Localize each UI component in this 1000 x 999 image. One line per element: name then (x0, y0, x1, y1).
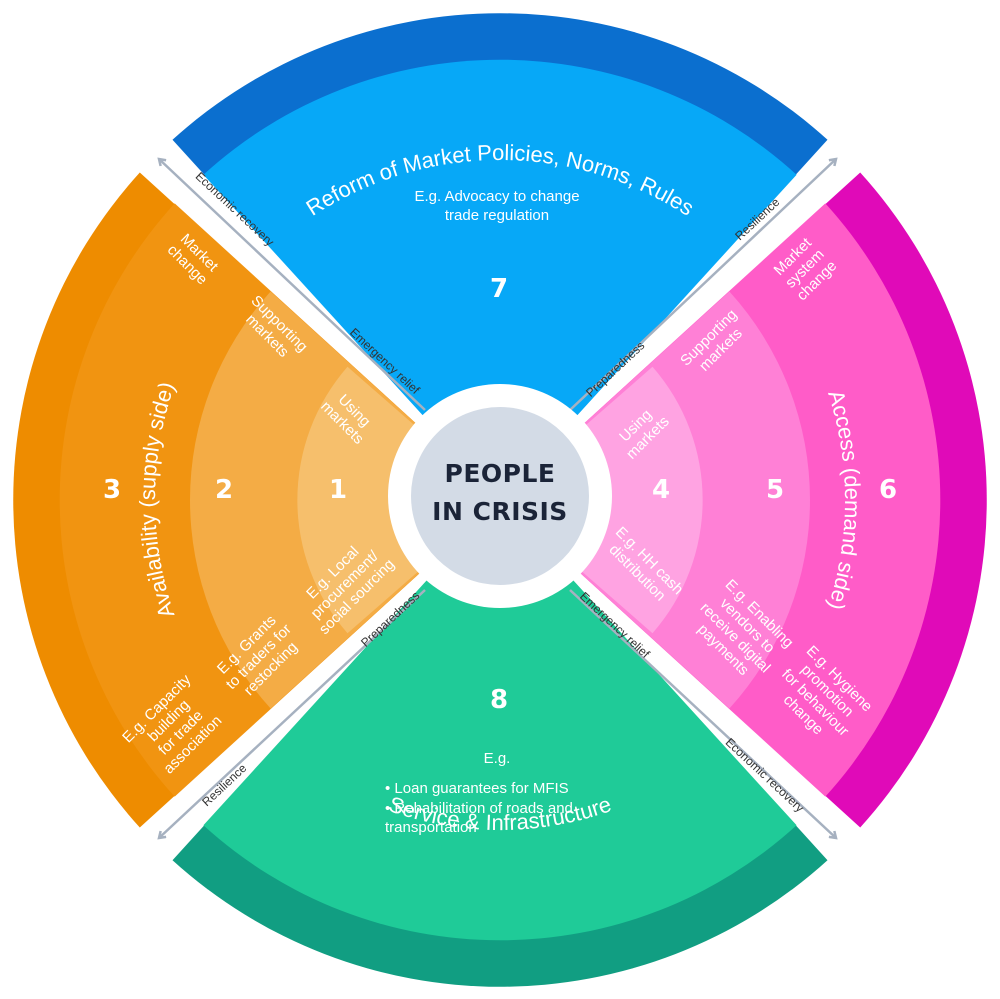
bottom-section: 8 E.g. • Loan guarantees for MFIS • Reha… (385, 685, 573, 836)
center-circle (411, 407, 589, 585)
arrow-lower-right (569, 589, 836, 838)
axis-arrows (159, 159, 836, 838)
bottom-bullet-2: • Rehabilitation of roads and transportat… (385, 800, 573, 836)
bottom-bullet-1-line: • Rehabilitation of roads and (385, 800, 573, 817)
bottom-fill (203, 500, 797, 941)
top-example: E.g. Advocacy to change trade regulation (414, 188, 579, 224)
center-title-line2: IN CRISIS (432, 497, 568, 526)
arrow-upper-right (569, 159, 836, 411)
bottom-number: 8 (490, 685, 508, 715)
bottom-bullet-1: • Loan guarantees for MFIS (385, 780, 569, 797)
bottom-bullet-1-line: transportation (385, 819, 477, 836)
top-number: 7 (490, 274, 508, 304)
right-ring-4-number: 4 (652, 475, 670, 505)
center-title-line1: PEOPLE (445, 459, 556, 488)
top-example-line: trade regulation (445, 207, 549, 224)
left-ring-1-number: 1 (329, 475, 347, 505)
right-ring-5-number: 5 (766, 475, 784, 505)
top-example-line: E.g. Advocacy to change (414, 188, 579, 205)
top-quadrant (172, 13, 828, 500)
bottom-bullet-0-line: • Loan guarantees for MFIS (385, 780, 569, 797)
bottom-quadrant (172, 500, 828, 987)
center-hub: PEOPLE IN CRISIS (388, 384, 612, 608)
right-ring-6-number: 6 (879, 475, 897, 505)
bottom-example-intro: E.g. (484, 750, 511, 767)
arrow-lower-left (159, 589, 426, 838)
arrow-upper-left (159, 159, 426, 411)
left-ring-2-number: 2 (215, 475, 233, 505)
top-fill (203, 59, 797, 500)
left-ring-3-number: 3 (103, 475, 121, 505)
